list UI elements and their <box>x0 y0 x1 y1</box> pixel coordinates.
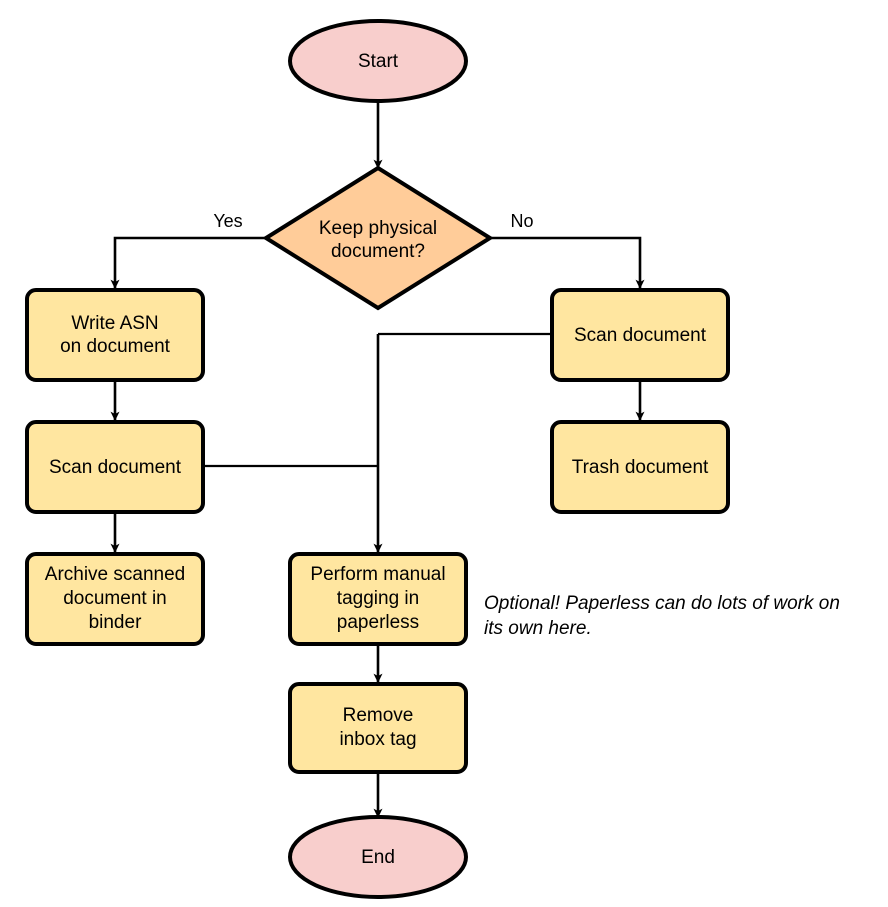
write-asn-box[interactable] <box>25 288 205 382</box>
annotation-line-2: its own here. <box>484 618 592 639</box>
edge-decision-yes-to-write-asn <box>110 236 266 290</box>
node-write-asn-on-document[interactable]: Write ASN on document <box>25 288 205 382</box>
archive-label-line-2: document in <box>63 588 167 609</box>
end-ellipse[interactable] <box>288 815 468 899</box>
end-label: End <box>361 847 395 868</box>
node-end[interactable]: End <box>288 815 468 899</box>
write-asn-label-line-1: Write ASN <box>71 313 158 334</box>
scan-document-right-box[interactable] <box>550 288 730 382</box>
manual-tagging-label-line-3: paperless <box>337 612 419 633</box>
remove-inbox-tag-box[interactable] <box>288 682 468 774</box>
node-perform-manual-tagging[interactable]: Perform manual tagging in paperless <box>288 552 468 646</box>
node-keep-physical-document[interactable]: Keep physical document? <box>262 165 494 311</box>
edge-label-yes: Yes <box>213 211 242 231</box>
start-label: Start <box>358 51 399 72</box>
scan-document-left-box[interactable] <box>25 420 205 514</box>
node-remove-inbox-tag[interactable]: Remove inbox tag <box>288 682 468 774</box>
decision-diamond[interactable] <box>262 165 494 311</box>
remove-inbox-tag-label-line-1: Remove <box>343 705 414 726</box>
node-scan-document-right[interactable]: Scan document <box>550 288 730 382</box>
archive-box[interactable] <box>25 552 205 646</box>
remove-inbox-tag-label-line-2: inbox tag <box>339 729 416 750</box>
edge-label-no: No <box>510 211 533 231</box>
annotation-line-1: Optional! Paperless can do lots of work … <box>484 593 840 614</box>
scan-document-right-label: Scan document <box>574 325 707 346</box>
archive-label-line-1: Archive scanned <box>45 564 185 585</box>
decision-label-line-2: document? <box>331 241 425 262</box>
edge-decision-no-to-scan-right <box>490 236 645 290</box>
archive-label-line-3: binder <box>89 612 142 633</box>
scan-document-left-label: Scan document <box>49 457 182 478</box>
trash-document-label: Trash document <box>572 457 709 478</box>
node-trash-document[interactable]: Trash document <box>550 420 730 514</box>
write-asn-label-line-2: on document <box>60 336 171 357</box>
trash-document-box[interactable] <box>550 420 730 514</box>
manual-tagging-label-line-2: tagging in <box>337 588 419 609</box>
node-archive-scanned-document[interactable]: Archive scanned document in binder <box>25 552 205 646</box>
node-scan-document-left[interactable]: Scan document <box>25 420 205 514</box>
manual-tagging-box[interactable] <box>288 552 468 646</box>
node-start[interactable]: Start <box>288 19 468 103</box>
manual-tagging-label-line-1: Perform manual <box>310 564 445 585</box>
start-ellipse[interactable] <box>288 19 468 103</box>
decision-label-line-1: Keep physical <box>319 218 437 239</box>
annotation-optional-paperless: Optional! Paperless can do lots of work … <box>484 593 840 639</box>
